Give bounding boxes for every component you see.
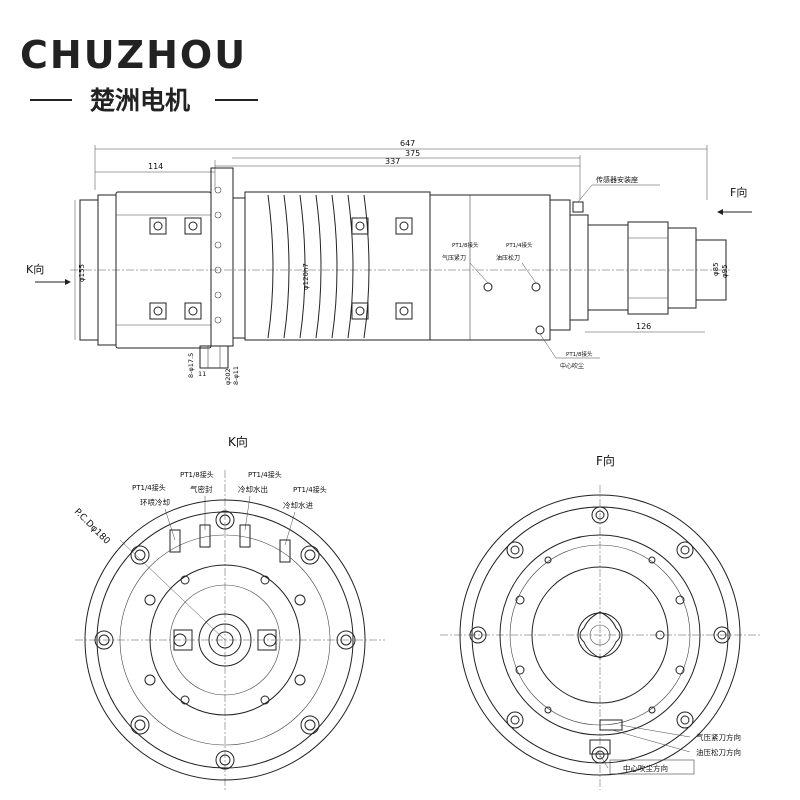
dim-11: 11	[198, 370, 206, 378]
air-clamp-dir: 气压紧刀方向	[696, 732, 741, 742]
air-clamp-label: 气压紧刀	[442, 254, 466, 262]
f-view-title: F向	[596, 453, 615, 468]
dim-126: 126	[636, 322, 651, 331]
ring-cool-label: 环喷冷却	[140, 497, 170, 507]
in-pt14-label: PT1/4接头	[293, 485, 327, 494]
pt18-label-b: PT1/8接头	[566, 350, 593, 358]
dim-375: 375	[405, 149, 420, 158]
bolt-note-2: 8-φ11	[232, 366, 240, 385]
dim-overall: 647	[400, 139, 415, 148]
brand-logo: CHUZHOU 楚洲电机	[20, 33, 258, 115]
dia-202: φ202	[224, 368, 232, 385]
cool-in-label: 冷却水进	[283, 500, 313, 510]
oil-release-label: 油压松刀	[496, 254, 520, 262]
air-seal-label: 气密封	[190, 484, 213, 494]
dia-155: φ155	[78, 264, 86, 282]
f-view: F向	[440, 453, 760, 790]
ring-pt14-label: PT1/4接头	[132, 483, 166, 492]
dim-left: 114	[148, 162, 163, 171]
dia-120h7: φ120h7	[302, 263, 310, 290]
pt18-label-a: PT1/8接头	[452, 241, 479, 249]
dia-85: φ85	[712, 262, 720, 276]
pcd-label: P.C.Dφ180	[72, 507, 112, 547]
oil-release-dir: 油压松刀方向	[696, 747, 741, 757]
k-direction: K向	[26, 262, 44, 276]
out-pt14-label: PT1/4接头	[248, 470, 282, 479]
pt14-label-a: PT1/4接头	[506, 241, 533, 249]
center-blow-label: 中心吹尘	[560, 362, 584, 370]
logo-subtitle: 楚洲电机	[90, 86, 190, 115]
k-view: K向	[72, 434, 385, 790]
k-pt18-label: PT1/8接头	[180, 470, 214, 479]
cool-out-label: 冷却水出	[238, 484, 268, 494]
f-direction: F向	[730, 185, 747, 199]
side-view: 647 114 375 337	[26, 139, 752, 385]
k-view-title: K向	[228, 434, 248, 449]
dim-337: 337	[385, 157, 400, 166]
bolt-note-1: 8-φ17.5	[187, 353, 195, 378]
logo-text: CHUZHOU	[20, 33, 247, 77]
dia-95: φ95	[721, 264, 729, 278]
center-blow-dir: 中心吹尘方向	[623, 763, 668, 773]
sensor-label: 传感器安装座	[596, 175, 638, 184]
